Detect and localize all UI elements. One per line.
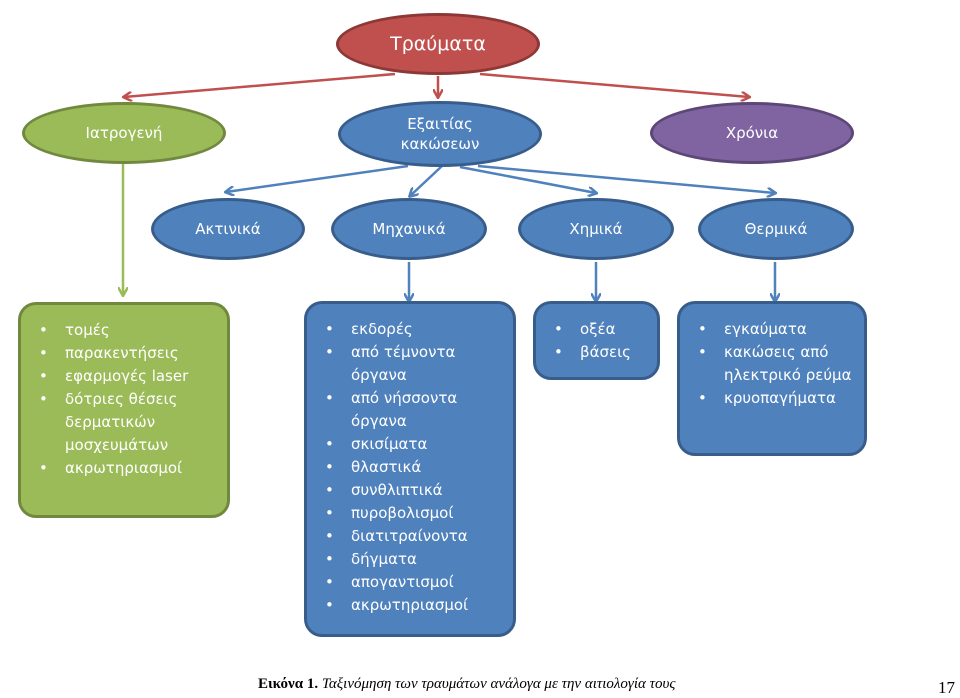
list-item: δότριες θέσεις δερματικών μοσχευμάτων: [39, 388, 217, 457]
arrow-causes-to-thermal: [477, 164, 775, 193]
list-mechanical: εκδορές από τέμνοντα όργανα από νήσσοντα…: [325, 318, 503, 617]
list-item: εκδορές: [325, 318, 503, 341]
list-box-chemical: οξέα βάσεις: [533, 301, 660, 380]
list-item: ακρωτηριασμοί: [325, 594, 503, 617]
list-item: παρακεντήσεις: [39, 342, 217, 365]
figure-caption-label: Εικόνα 1.: [258, 676, 319, 692]
list-item: ακρωτηριασμοί: [39, 457, 217, 480]
node-radiation: Ακτινικά: [151, 198, 305, 260]
list-chemical: οξέα βάσεις: [554, 318, 647, 364]
list-item: από νήσσοντα όργανα: [325, 387, 503, 433]
list-box-mechanical: εκδορές από τέμνοντα όργανα από νήσσοντα…: [304, 301, 516, 637]
figure-caption: Εικόνα 1. Ταξινόμηση των τραυμάτων ανάλο…: [258, 676, 675, 693]
list-box-iatrogenic: τομές παρακεντήσεις εφαρμογές laser δότρ…: [18, 302, 230, 518]
list-item: οξέα: [554, 318, 647, 341]
list-item: εφαρμογές laser: [39, 365, 217, 388]
node-chronic: Χρόνια: [650, 102, 854, 164]
arrow-root-to-iatrogenic: [124, 72, 396, 97]
list-box-thermal: εγκαύματα κακώσεις από ηλεκτρικό ρεύμα κ…: [677, 301, 867, 456]
node-radiation-label: Ακτινικά: [195, 220, 261, 238]
list-item: συνθλιπτικά: [325, 479, 503, 502]
node-chemical-label: Χημικά: [569, 220, 623, 238]
node-thermal: Θερμικά: [698, 198, 854, 260]
list-iatrogenic: τομές παρακεντήσεις εφαρμογές laser δότρ…: [39, 319, 217, 480]
arrow-causes-to-radiation: [226, 164, 409, 192]
node-trauma-root-label: Τραύματα: [390, 33, 486, 55]
list-item: κρυοπαγήματα: [698, 387, 854, 410]
arrow-causes-to-chemical: [459, 165, 596, 193]
list-item: θλαστικά: [325, 456, 503, 479]
node-causes-label: Εξαιτίας κακώσεων: [400, 115, 480, 153]
node-trauma-root: Τραύματα: [336, 13, 540, 75]
list-item: πυροβολισμοί: [325, 502, 503, 525]
node-chronic-label: Χρόνια: [725, 124, 779, 142]
list-item: από τέμνοντα όργανα: [325, 341, 503, 387]
list-item: δήγματα: [325, 548, 503, 571]
node-causes: Εξαιτίας κακώσεων: [338, 101, 542, 167]
arrow-root-to-chronic: [479, 72, 749, 97]
list-item: τομές: [39, 319, 217, 342]
node-thermal-label: Θερμικά: [744, 220, 808, 238]
node-iatrogenic: Ιατρογενή: [22, 102, 226, 164]
node-iatrogenic-label: Ιατρογενή: [85, 124, 163, 142]
list-item: εγκαύματα: [698, 318, 854, 341]
list-item: διατιτραίνοντα: [325, 525, 503, 548]
list-item: σκισίματα: [325, 433, 503, 456]
node-chemical: Χημικά: [518, 198, 674, 260]
list-item: απογαντισμοί: [325, 571, 503, 594]
list-item: βάσεις: [554, 341, 647, 364]
arrow-causes-to-mechanical: [410, 165, 443, 196]
list-thermal: εγκαύματα κακώσεις από ηλεκτρικό ρεύμα κ…: [698, 318, 854, 410]
figure-caption-text: Ταξινόμηση των τραυμάτων ανάλογα με την …: [321, 676, 676, 692]
page-number: 17: [938, 678, 955, 697]
node-mechanical-label: Μηχανικά: [372, 220, 446, 238]
node-mechanical: Μηχανικά: [331, 198, 487, 260]
list-item: κακώσεις από ηλεκτρικό ρεύμα: [698, 341, 854, 387]
